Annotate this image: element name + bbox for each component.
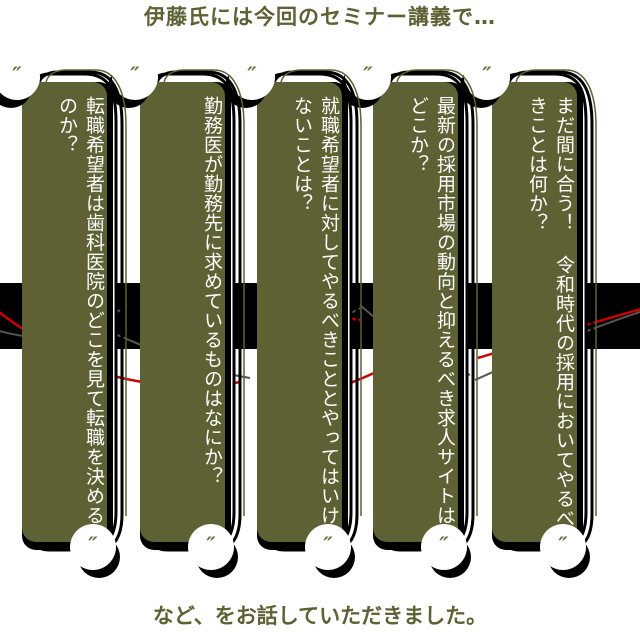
card-text: まだ間に合う！ 令和時代の採用においてやるべきことは何か？ [526, 96, 575, 528]
question-card-5[interactable]: まだ間に合う！ 令和時代の採用においてやるべきことは何か？ ″ ″ [464, 54, 600, 570]
quote-glyph: ″ [439, 532, 449, 557]
footer-caption: など、をお話していただきました。 [152, 604, 488, 628]
card-surface: 就職希望者に対してやるべきこととやってはいけないことは？ [257, 82, 342, 542]
quote-glyph: ″ [130, 62, 140, 87]
quote-open-icon: ″ [464, 54, 510, 100]
card-surface: 最新の採用市場の動向と抑えるべき求人サイトはどこか？ [373, 82, 458, 542]
quote-close-icon: ″ [188, 524, 234, 570]
quote-open-icon: ″ [112, 54, 158, 100]
quote-open-icon: ″ [0, 54, 40, 100]
quote-close-icon: ″ [305, 524, 351, 570]
question-card-2[interactable]: 勤務医が勤務先に求めているものはなにか？ ″ ″ [112, 54, 248, 570]
quote-glyph: ″ [247, 62, 257, 87]
quote-open-icon: ″ [229, 54, 275, 100]
card-text: 勤務医が勤務先に求めているものはなにか？ [201, 96, 223, 486]
quote-close-icon: ″ [421, 524, 467, 570]
quote-close-icon: ″ [540, 524, 586, 570]
quote-glyph: ″ [558, 532, 568, 557]
card-surface: まだ間に合う！ 令和時代の採用においてやるべきことは何か？ [492, 82, 577, 542]
card-text: 最新の採用市場の動向と抑えるべき求人サイトはどこか？ [407, 96, 456, 525]
quote-glyph: ″ [323, 532, 333, 557]
quote-glyph: ″ [482, 62, 492, 87]
question-card-4[interactable]: 最新の採用市場の動向と抑えるべき求人サイトはどこか？ ″ ″ [345, 54, 481, 570]
question-card-3[interactable]: 就職希望者に対してやるべきこととやってはいけないことは？ ″ ″ [229, 54, 365, 570]
quote-close-icon: ″ [70, 524, 116, 570]
header-caption: 伊藤氏には今回のセミナー講義で… [144, 5, 496, 29]
card-text: 就職希望者に対してやるべきこととやってはいけないことは？ [291, 96, 340, 525]
card-text: 転職希望者は歯科医院のどこを見て転職を決めるのか？ [56, 96, 105, 525]
quote-glyph: ″ [12, 62, 22, 87]
card-surface: 転職希望者は歯科医院のどこを見て転職を決めるのか？ [22, 82, 107, 542]
card-surface: 勤務医が勤務先に求めているものはなにか？ [140, 82, 225, 542]
quote-glyph: ″ [206, 532, 216, 557]
quote-glyph: ″ [88, 532, 98, 557]
quote-glyph: ″ [363, 62, 373, 87]
question-card-1[interactable]: 転職希望者は歯科医院のどこを見て転職を決めるのか？ ″ ″ [0, 54, 130, 570]
